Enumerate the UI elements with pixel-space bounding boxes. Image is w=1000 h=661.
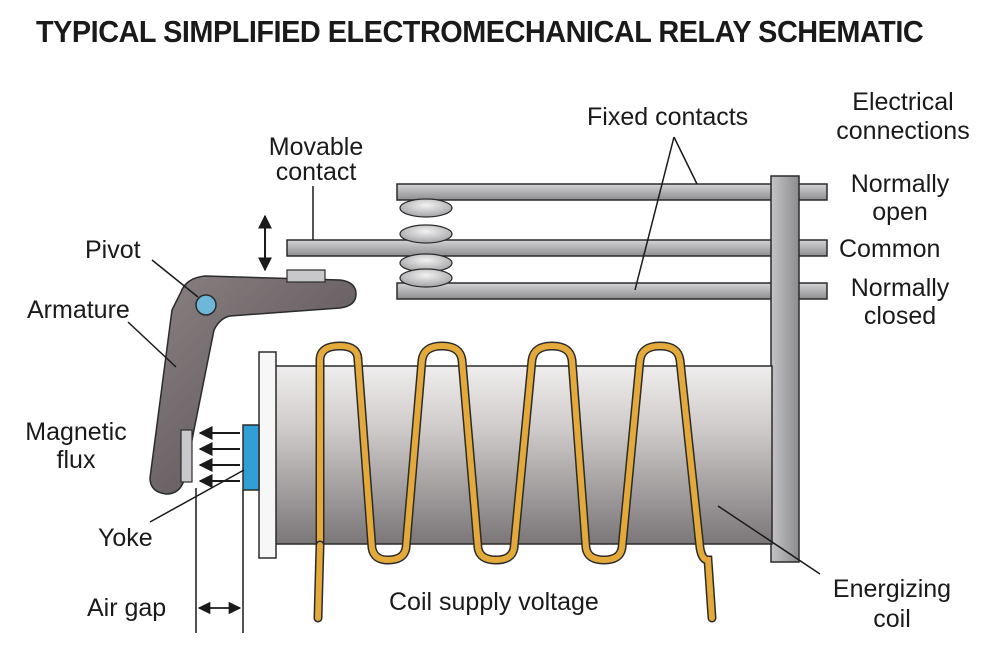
label-fixed-contacts: Fixed contacts [587,103,749,131]
label-normally-open-line1: Normally [850,170,950,198]
common-contact-bar [286,239,828,257]
label-common: Common [839,235,941,263]
label-air-gap: Air gap [87,594,167,622]
label-energizing-coil-line1: Energizing [832,575,952,603]
yoke-pole-face [242,424,260,491]
label-armature: Armature [27,296,130,324]
coil-winding [313,341,717,623]
diagram-title: TYPICAL SIMPLIFIED ELECTROMECHANICAL REL… [36,14,924,49]
nc-contact-bump [399,268,453,288]
label-magnetic-flux-line1: Magnetic [25,418,127,446]
pivot-pin [195,294,217,316]
label-yoke: Yoke [98,524,153,552]
label-energizing-coil-line2: coil [873,605,911,633]
label-magnetic-flux-line2: flux [56,446,96,474]
label-electrical-connections-line2: connections [836,117,970,145]
armature-plate [180,429,193,483]
no-contact-bump [399,198,453,218]
label-electrical-connections-line1: Electrical [852,88,954,116]
label-pivot: Pivot [85,236,141,264]
armature-contact-pad [286,269,326,283]
label-normally-open-line2: open [872,198,928,226]
terminal-post [770,175,800,563]
label-normally-closed-line2: closed [863,302,937,330]
label-normally-closed-line1: Normally [850,274,950,302]
label-movable-contact-line1: Movable [268,133,364,161]
magnetic-flux-arrows [198,426,240,488]
label-coil-supply-voltage: Coil supply voltage [389,588,599,616]
normally-closed-contact-bar [396,282,828,300]
core-flange [258,351,277,559]
leader-lines [127,136,821,633]
normally-open-contact-bar [396,183,828,201]
common-contact-bump-top [399,224,453,244]
label-movable-contact-line2: contact [275,158,357,186]
